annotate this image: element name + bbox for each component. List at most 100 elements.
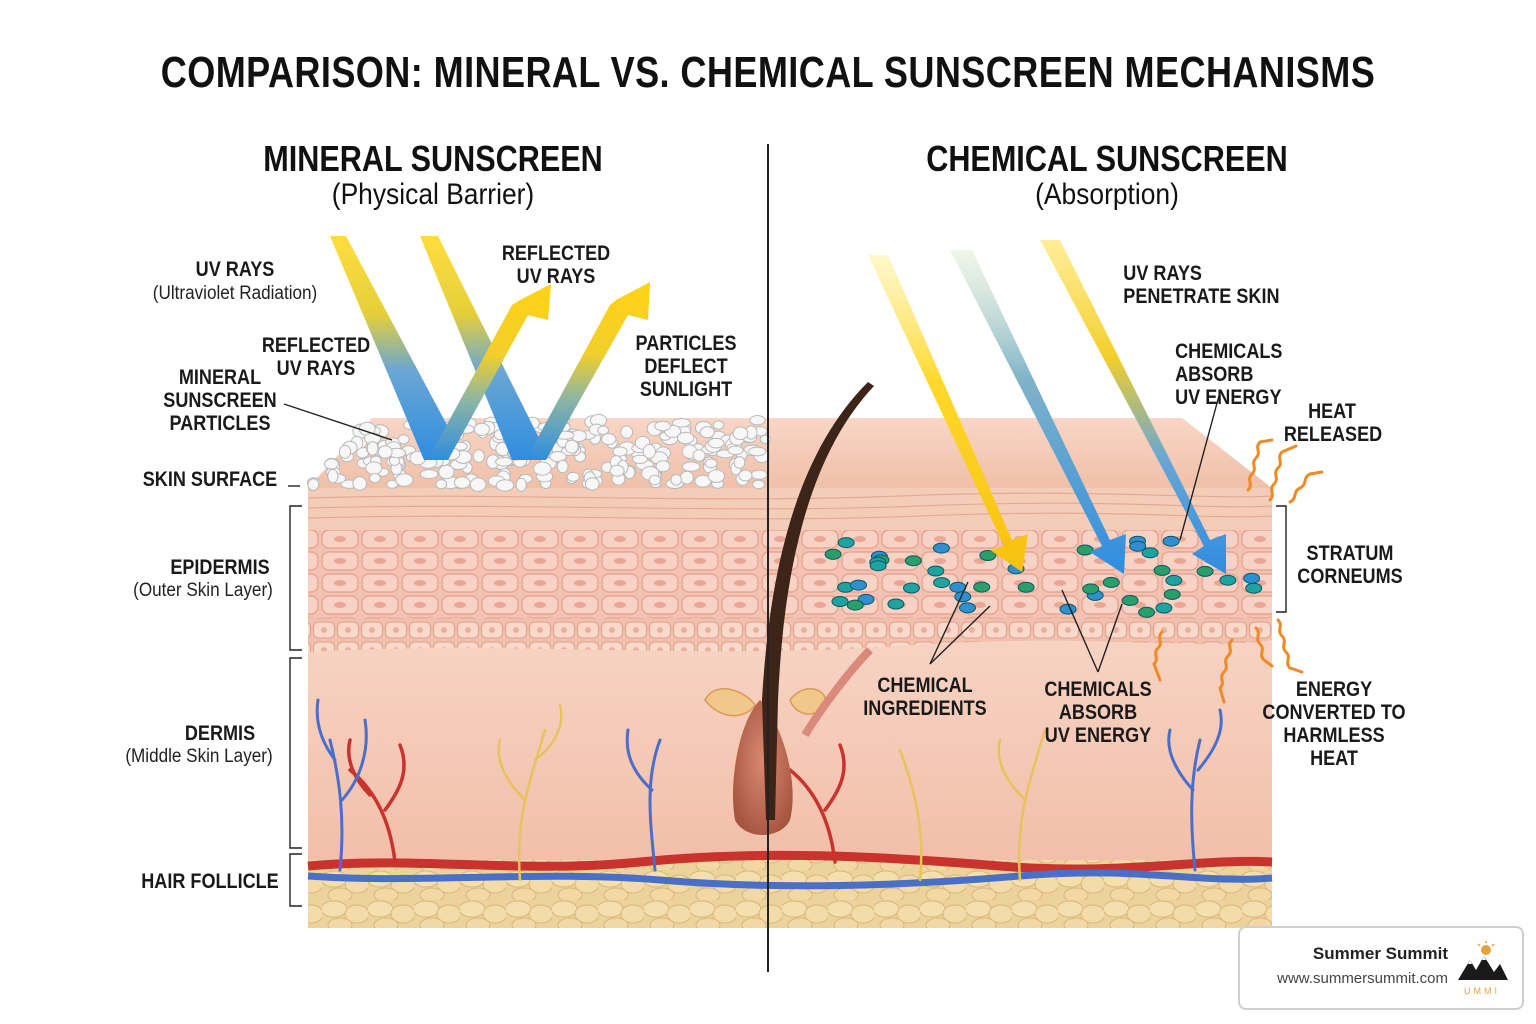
chemical-molecule xyxy=(869,560,887,572)
mineral-particle xyxy=(707,437,725,449)
label-line: PENETRATE SKIN xyxy=(1123,285,1280,309)
mineral-particle xyxy=(707,469,725,483)
label-line: HEAT xyxy=(1308,400,1356,423)
mineral-particle xyxy=(584,477,600,491)
chemical-molecule xyxy=(1076,544,1094,556)
mineral-particle xyxy=(671,418,691,428)
chemical-molecule xyxy=(1141,547,1159,559)
chemical-molecule xyxy=(1153,564,1171,576)
mineral-subheading: (Physical Barrier) xyxy=(331,178,535,211)
mineral-particle xyxy=(601,433,617,446)
chemical-molecule xyxy=(837,537,855,549)
mineral-particle xyxy=(679,470,694,485)
summit-logo-icon: UMMI xyxy=(1458,941,1508,996)
label-line: ENERGY xyxy=(1295,678,1373,701)
label-line: PARTICLES xyxy=(635,332,737,355)
label-line: CONVERTED TO xyxy=(1262,701,1406,725)
mineral-particle xyxy=(752,479,766,490)
mineral-particle xyxy=(556,459,569,474)
mineral-particle xyxy=(515,477,527,492)
heat-squiggles xyxy=(1152,438,1324,704)
label-dermis: DERMIS xyxy=(184,722,256,745)
label-epidermis-sub: (Outer Skin Layer) xyxy=(133,580,273,601)
chemical-molecule xyxy=(1102,576,1120,588)
mineral-particle xyxy=(727,445,744,455)
chemical-subheading: (Absorption) xyxy=(1035,178,1179,211)
mineral-particle xyxy=(469,477,487,492)
chemical-molecule xyxy=(846,599,864,611)
label-line: UV RAYS xyxy=(1123,262,1202,285)
mineral-particle xyxy=(670,473,683,486)
mineral-particle xyxy=(419,469,439,480)
label-line: CHEMICAL xyxy=(877,674,973,697)
label-dermis-sub: (Middle Skin Layer) xyxy=(125,746,273,767)
mineral-particle xyxy=(597,425,610,435)
label-line: INGREDIENTS xyxy=(863,697,987,721)
chemical-molecule xyxy=(979,550,997,561)
label-line: MINERAL xyxy=(178,366,262,389)
label-line: RELEASED xyxy=(1283,423,1383,447)
label-line: PARTICLES xyxy=(169,412,271,436)
mineral-particle xyxy=(654,420,672,432)
label-chem-absorb-top: CHEMICALS ABSORB UV ENERGY xyxy=(1175,340,1361,409)
label-stratum: STRATUM CORNEUMS xyxy=(1297,542,1404,588)
mineral-particle xyxy=(324,458,339,470)
mineral-particle xyxy=(677,431,695,445)
mineral-particle xyxy=(681,461,701,472)
mineral-particle xyxy=(369,473,381,484)
chemical-molecule xyxy=(887,598,905,610)
label-line: ABSORB xyxy=(1058,701,1138,725)
label-uv-rays: UV RAYS xyxy=(195,258,275,281)
chemical-molecule xyxy=(904,555,922,567)
mineral-particle xyxy=(472,449,485,463)
chemical-molecule xyxy=(1017,581,1035,593)
chemical-molecule xyxy=(1121,594,1139,606)
mineral-particle xyxy=(338,444,352,459)
label-line: UV RAYS xyxy=(276,357,356,381)
chemical-molecule xyxy=(1243,572,1261,584)
chemical-molecule xyxy=(1129,540,1147,552)
brand-url[interactable]: www.summersummit.com xyxy=(1277,970,1448,987)
label-mineral-particles: MINERAL SUNSCREEN PARTICLES xyxy=(162,366,279,435)
mineral-particle xyxy=(397,434,410,445)
chemical-molecule xyxy=(959,602,976,614)
dermis-layer xyxy=(308,640,1272,860)
label-reflected-top: REFLECTED UV RAYS xyxy=(496,242,616,288)
mineral-particle xyxy=(648,474,661,486)
label-hair-follicle: HAIR FOLLICLE xyxy=(141,870,279,893)
label-epidermis: EPIDERMIS xyxy=(170,556,270,579)
brand-badge[interactable]: Summer Summit www.summersummit.com UMMI xyxy=(1238,926,1524,1010)
page-title: COMPARISON: MINERAL VS. CHEMICAL SUNSCRE… xyxy=(160,48,1376,97)
mineral-particle xyxy=(365,461,383,476)
mineral-particle xyxy=(620,425,634,439)
mineral-particle xyxy=(307,478,320,492)
mineral-particle xyxy=(566,471,580,482)
mineral-particle xyxy=(438,464,455,480)
chemical-molecule xyxy=(903,582,920,594)
mineral-particle xyxy=(655,460,671,473)
label-line: REFLECTED xyxy=(501,242,611,265)
brand-name: Summer Summit xyxy=(1312,944,1448,963)
mineral-particle xyxy=(495,457,513,467)
label-line: UV ENERGY xyxy=(1044,724,1152,748)
mineral-particle xyxy=(352,476,368,491)
mineral-particle xyxy=(609,464,625,477)
mineral-particle xyxy=(612,446,628,457)
mineral-particle xyxy=(564,439,579,454)
mineral-particle xyxy=(748,446,767,457)
label-chem-absorb-bottom: CHEMICALS ABSORB UV ENERGY xyxy=(1040,678,1157,747)
chemical-molecule xyxy=(932,542,950,554)
mineral-uv-arrows xyxy=(330,236,650,460)
mineral-particle xyxy=(395,473,414,487)
label-line: CHEMICALS ABSORB xyxy=(1175,340,1283,387)
mineral-particle xyxy=(733,456,746,469)
label-skin-surface: SKIN SURFACE xyxy=(142,468,278,491)
logo-text: UMMI xyxy=(1464,986,1500,996)
chemical-molecule xyxy=(1162,535,1180,547)
mineral-particle xyxy=(327,468,339,484)
chemical-molecule xyxy=(1082,583,1100,595)
label-reflected-mid: REFLECTED UV RAYS xyxy=(256,334,376,380)
chemical-molecule xyxy=(1196,565,1214,577)
label-energy-converted: ENERGY CONVERTED TO HARMLESS HEAT xyxy=(1258,678,1409,770)
